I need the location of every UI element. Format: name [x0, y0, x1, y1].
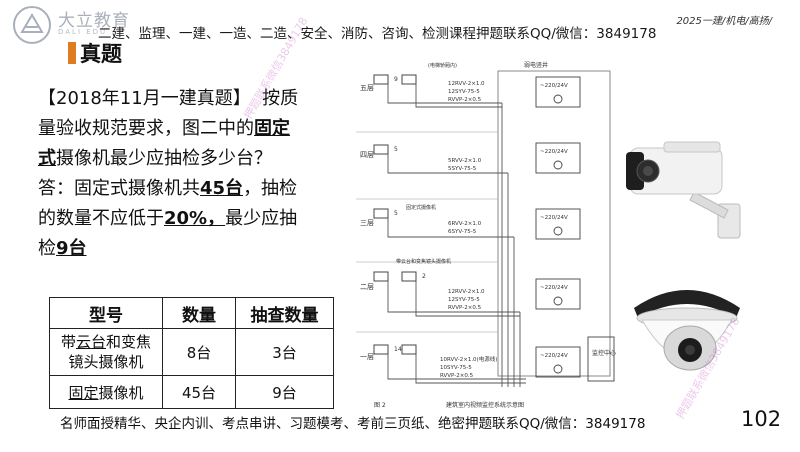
shaft-label: 弱电竖井 — [524, 61, 548, 69]
floor-label: 五层 — [360, 84, 374, 92]
col-header-check: 抽查数量 — [235, 297, 334, 329]
bullet-camera-image — [626, 141, 741, 239]
power-label: ~220/24V — [540, 353, 568, 359]
cable-label: 12SYV-75-5 — [448, 297, 480, 303]
dome-camera-image — [634, 290, 740, 371]
answer-fragment: ，抽检 — [243, 178, 298, 199]
cell-line: 镜头摄像机 — [68, 353, 144, 371]
cell-fragment: 摄像机 — [98, 383, 144, 402]
answer-line: 答：固定式摄像机共45台，抽检 — [38, 174, 334, 204]
cell-check: 3台 — [235, 328, 334, 376]
cell-highlight: 固定 — [68, 383, 99, 402]
floor-label: 二层 — [360, 283, 374, 291]
question-line: 量验收规范要求，图二中的固定 — [38, 114, 334, 144]
floor-label: 四层 — [360, 151, 374, 159]
answer-line: 检9台 — [38, 234, 334, 264]
answer-fragment: 最少应抽 — [225, 208, 298, 229]
cable-label: 5SYV-75-5 — [448, 166, 477, 172]
camera-location-label: (电梯轿厢内) — [428, 62, 457, 69]
page-number: 102 — [741, 407, 782, 431]
highlight-fixed: 式 — [38, 148, 56, 169]
power-label: ~220/24V — [540, 149, 568, 155]
cable-label: 12SYV-75-5 — [448, 89, 480, 95]
answer-fragment: 的数量不应低于 — [38, 208, 164, 229]
camera-type-label: 固定式摄像机 — [406, 204, 436, 211]
cable-label: 6SYV-75-5 — [448, 229, 477, 235]
answer-fragment: 检 — [38, 238, 56, 259]
cable-label: 10SYV-75-5 — [440, 365, 472, 371]
cable-label: 5RVV-2×1.0 — [448, 158, 482, 164]
footer-banner: 名师面授精华、央企内训、考点串讲、习题模考、考前三页纸、绝密押题联系QQ/微信：… — [60, 416, 646, 432]
answer-total: 45台 — [200, 178, 244, 199]
cell-quantity: 8台 — [162, 328, 236, 376]
cell-highlight: 云台 — [75, 333, 106, 351]
control-center-label: 监控中心 — [592, 349, 616, 357]
dali-logo-icon — [13, 6, 51, 44]
floor-label: 一层 — [360, 353, 374, 361]
camera-count: 9 — [394, 76, 398, 83]
answer-ratio: 20%， — [164, 208, 226, 229]
highlight-fixed: 固定 — [254, 118, 290, 139]
cable-label: RVVP-2×0.5 — [448, 305, 482, 311]
title-accent-bar — [68, 42, 76, 64]
question-fragment: 量验收规范要求，图二中的 — [38, 118, 254, 139]
power-label: ~220/24V — [540, 215, 568, 221]
sampling-table: 型号 数量 抽查数量 带云台和变焦 镜头摄像机 8台 3台 固定摄像机 45台 … — [49, 297, 334, 409]
col-header-model: 型号 — [49, 297, 163, 329]
table-row: 带云台和变焦 镜头摄像机 8台 3台 — [49, 328, 334, 376]
col-header-quantity: 数量 — [162, 297, 236, 329]
question-line: 【2018年11月一建真题】 按质 — [38, 84, 334, 114]
answer-line: 的数量不应低于20%，最少应抽 — [38, 204, 334, 234]
logo-subtitle: DALI EDU — [58, 28, 108, 36]
cell-line: 带云台和变焦 — [51, 332, 161, 352]
power-label: ~220/24V — [540, 285, 568, 291]
question-fragment: 按质 — [262, 88, 299, 109]
cable-label: RVVP-2×0.5 — [448, 97, 482, 103]
cable-label: 10RVV-2×1.0(电源线) — [440, 355, 497, 363]
cell-fragment: 带 — [60, 333, 76, 351]
camera-count: 5 — [394, 146, 398, 153]
cell-check: 9台 — [235, 375, 334, 409]
answer-result: 9台 — [56, 238, 87, 259]
cable-label: 6RVV-2×1.0 — [448, 221, 482, 227]
cell-model: 固定摄像机 — [49, 375, 163, 409]
cable-label: 12RVV-2×1.0 — [448, 81, 485, 87]
page-title: 真题 — [80, 42, 122, 66]
camera-type-label: 带云台和变焦镜头摄像机 — [396, 258, 451, 265]
logo-name: 大立教育 — [58, 11, 130, 31]
figure-caption: 建筑室内视频监控系统示意图 — [446, 401, 524, 409]
table-row: 固定摄像机 45台 9台 — [49, 375, 334, 409]
answer-fragment: 答：固定式摄像机共 — [38, 178, 200, 199]
camera-count: 5 — [394, 210, 398, 217]
floor-label: 三层 — [360, 219, 374, 227]
cell-fragment: 和变焦 — [106, 333, 152, 351]
question-fragment: 摄像机最少应抽检多少台？ — [56, 148, 272, 169]
power-label: ~220/24V — [540, 83, 568, 89]
cell-quantity: 45台 — [162, 375, 236, 409]
question-text: 【2018年11月一建真题】 按质 量验收规范要求，图二中的固定 式摄像机最少应… — [38, 84, 334, 264]
cctv-system-diagram: 弱电竖井 五层 四层 三层 二层 一层 9 5 — [356, 57, 628, 414]
figure-number: 图 2 — [374, 402, 386, 409]
cable-label: RVVP-2×0.5 — [440, 373, 474, 379]
question-source: 【2018年11月一建真题】 — [38, 88, 251, 109]
cable-label: 12RVV-2×1.0 — [448, 289, 485, 295]
cell-model: 带云台和变焦 镜头摄像机 — [49, 328, 163, 376]
question-line: 式摄像机最少应抽检多少台？ — [38, 144, 334, 174]
camera-count: 2 — [422, 273, 426, 280]
camera-count: 14 — [394, 346, 402, 353]
table-header-row: 型号 数量 抽查数量 — [49, 297, 334, 329]
course-tag: 2025一建/机电/高扬/ — [676, 16, 772, 27]
top-banner: 二建、监理、一建、一造、二造、安全、消防、咨询、检测课程押题联系QQ/微信：38… — [98, 26, 657, 42]
